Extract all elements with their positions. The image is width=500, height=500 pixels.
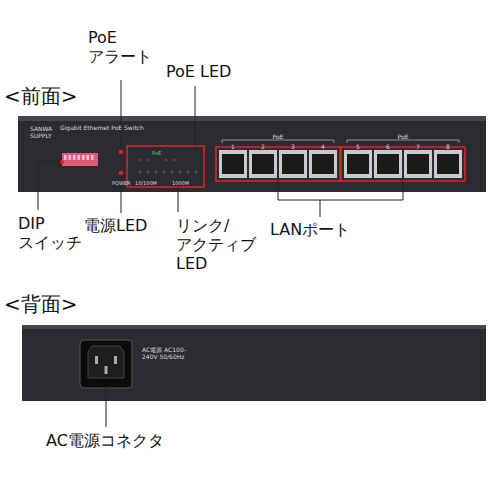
- port-number: 2: [261, 143, 265, 150]
- callout-label: PoE アラート: [88, 28, 154, 66]
- back-panel: [22, 325, 486, 401]
- led-row: [138, 158, 197, 173]
- callout-label: AC電源コネクタ: [46, 431, 164, 450]
- dip-switch: [62, 153, 98, 166]
- panel-marking: 10/100M: [135, 180, 157, 186]
- panel-marking: 1000M: [172, 180, 189, 186]
- panel-bevel: [18, 116, 486, 121]
- power-led: [119, 171, 123, 175]
- ac-connector: [80, 340, 132, 388]
- callout-label: DIP スイッチ: [18, 214, 88, 252]
- ac-socket: [88, 346, 124, 378]
- panel-marking: POWER: [112, 180, 131, 186]
- port-number: 6: [386, 143, 390, 150]
- callout-label: PoE LED: [166, 62, 231, 81]
- dip-knobs: [64, 155, 94, 160]
- panel-marking: PoE: [398, 133, 409, 140]
- leader-lines: [38, 80, 403, 217]
- model-name: Gigabit Ethernet PoE Switch: [60, 124, 144, 131]
- panel-marking: PoE: [273, 133, 284, 140]
- panel-marking: PoE: [152, 150, 161, 156]
- panel-bevel: [22, 325, 486, 329]
- callout-label: リンク/ アクティブ LED: [176, 216, 264, 274]
- port-number: 8: [446, 143, 450, 150]
- section-heading: <前面>: [4, 84, 78, 108]
- leader-dots: [60, 150, 123, 175]
- port-number: 1: [231, 143, 235, 150]
- section-heading: <背面>: [4, 292, 78, 316]
- brand-logo: SANWA SUPPLY: [30, 125, 56, 139]
- callout-label: 電源LED: [84, 216, 147, 235]
- alert-led: [119, 150, 123, 154]
- front-panel: [18, 116, 486, 192]
- port-number: 3: [291, 143, 295, 150]
- callout-label: LANポート: [270, 220, 350, 239]
- poe-brackets: [222, 140, 459, 143]
- led-highlight: [127, 146, 204, 187]
- port-number: 7: [416, 143, 420, 150]
- port-number: 5: [356, 143, 360, 150]
- leader-line: [106, 388, 107, 427]
- port-highlight: [216, 147, 340, 181]
- panel-marking: AC電源 AC100-240V 50/60Hz: [142, 346, 200, 360]
- port-highlight: [341, 147, 465, 181]
- port-number: 4: [321, 143, 325, 150]
- ac-pins: [95, 356, 117, 374]
